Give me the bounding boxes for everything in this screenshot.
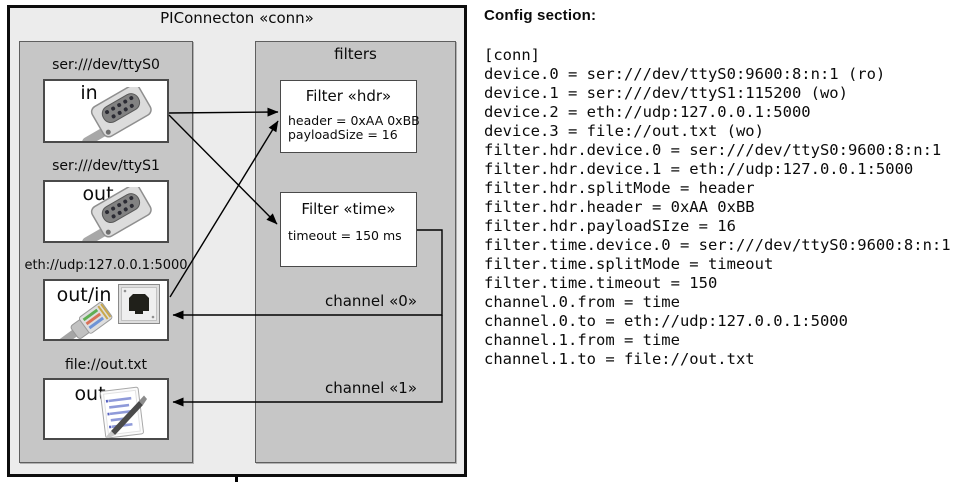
device-label-ttys1: ser:///dev/ttyS1 bbox=[52, 158, 160, 174]
channel-1-label: channel «1» bbox=[324, 379, 417, 397]
filter-time-title: Filter «time» bbox=[301, 200, 396, 218]
device-label-ttys0: ser:///dev/ttyS0 bbox=[52, 57, 160, 73]
serial-port-icon bbox=[82, 87, 152, 141]
filter-time-attr-timeout: timeout = 150 ms bbox=[288, 228, 402, 243]
ethernet-cable-icon bbox=[56, 302, 113, 339]
device-box-ttys1: out bbox=[43, 180, 169, 243]
config-heading: Config section: bbox=[484, 7, 597, 24]
filter-hdr-box: Filter «hdr» header = 0xAA 0xBB payloadS… bbox=[280, 80, 420, 153]
device-label-eth: eth://udp:127.0.0.1:5000 bbox=[24, 258, 188, 273]
filters-panel-title: filters bbox=[334, 45, 377, 63]
channel-0-label: channel «0» bbox=[324, 292, 417, 310]
diagram-title: PIConnecton «conn» bbox=[160, 9, 314, 27]
config-listing: [conn] device.0 = ser:///dev/ttyS0:9600:… bbox=[484, 46, 951, 368]
device-box-file: out bbox=[43, 378, 169, 440]
serial-port-icon bbox=[82, 187, 152, 241]
filter-hdr-attr-header: header = 0xAA 0xBB bbox=[288, 113, 420, 128]
device-mode: out bbox=[74, 383, 106, 405]
filter-time-box: Filter «time» timeout = 150 ms bbox=[280, 192, 417, 267]
notepad-file-icon bbox=[99, 386, 147, 438]
device-label-file: file://out.txt bbox=[64, 357, 148, 373]
device-box-ttys0: in bbox=[43, 79, 169, 143]
device-mode: in bbox=[80, 82, 98, 104]
device-box-eth: out/in bbox=[43, 279, 169, 341]
filter-hdr-attr-payloadsize: payloadSize = 16 bbox=[288, 127, 398, 142]
filter-hdr-title: Filter «hdr» bbox=[305, 87, 392, 105]
page-break-tick bbox=[235, 477, 238, 482]
device-mode: out/in bbox=[56, 284, 112, 306]
ethernet-socket-icon bbox=[118, 284, 160, 324]
